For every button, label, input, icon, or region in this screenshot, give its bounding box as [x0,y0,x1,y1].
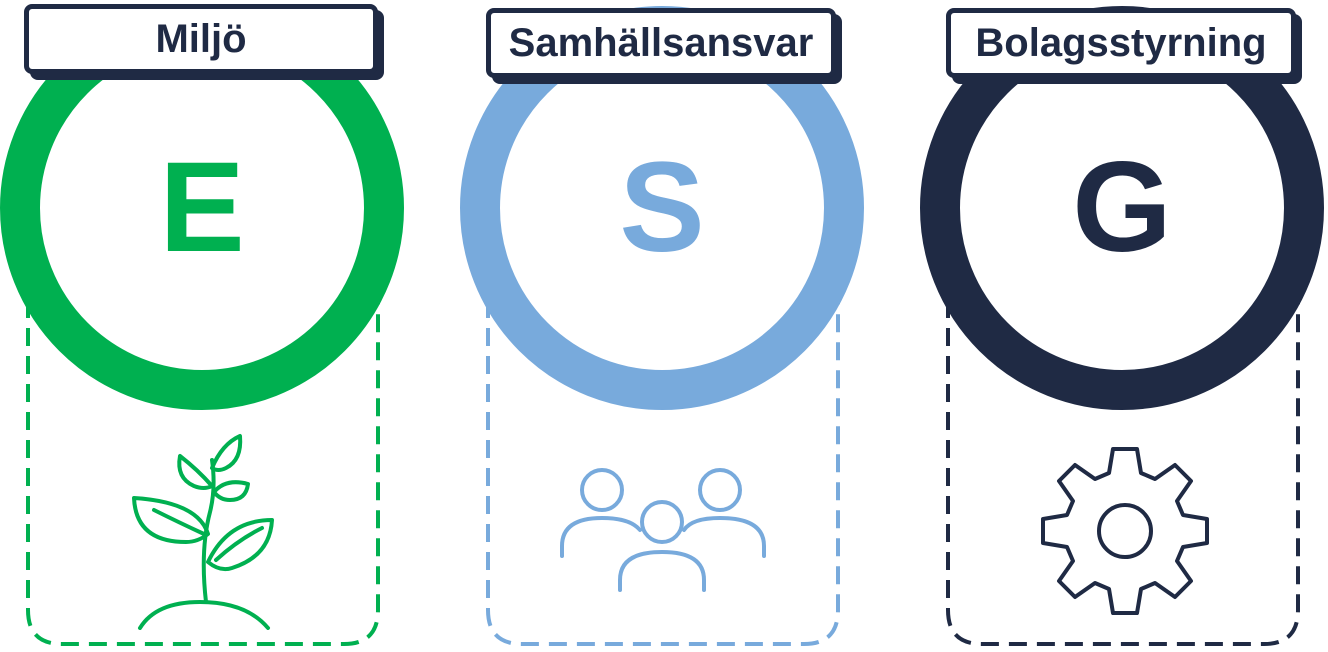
pillar-title: Miljö [24,4,378,74]
pillar-governance: Bolagsstyrning G [920,0,1328,652]
people-icon [560,468,766,592]
pillar-environment: Miljö E [0,0,420,652]
dashed-frame [26,300,380,646]
pillar-social-graphic [460,6,864,646]
pillar-letter: E [159,136,245,279]
gear-icon [1041,447,1209,615]
pillar-social: Samhällsansvar S [460,0,880,652]
pillar-letter: G [1072,136,1172,279]
pillar-title: Bolagsstyrning [946,8,1296,78]
pillar-letter: S [619,136,705,279]
dashed-frame [946,300,1300,646]
plant-icon [132,434,274,630]
pillar-title: Samhällsansvar [486,8,836,78]
dashed-frame [486,300,840,646]
